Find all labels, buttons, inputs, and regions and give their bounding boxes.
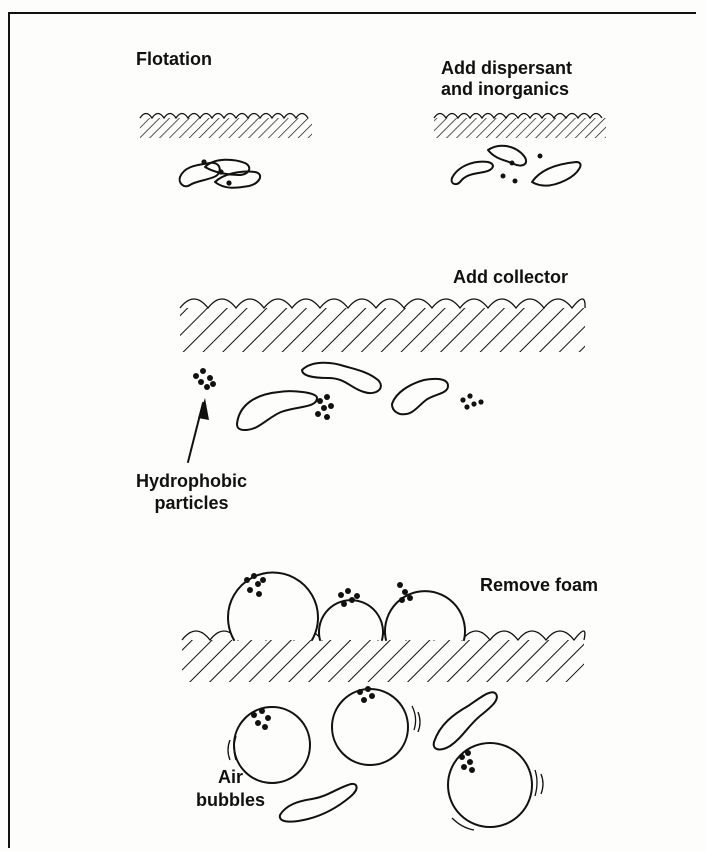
air-bubbles	[228, 686, 543, 830]
collector-water-hatch	[180, 308, 585, 352]
water-surface-hatch-2	[434, 118, 606, 138]
label-remove-foam: Remove foam	[480, 574, 598, 596]
hydrophobic-arrow	[188, 398, 209, 462]
label-air-bubbles: Air bubbles	[196, 766, 265, 812]
fibers-dispersed	[452, 146, 581, 186]
foam-water-hatch	[182, 640, 584, 682]
panel-flotation	[140, 114, 312, 188]
label-flotation: Flotation	[136, 48, 212, 70]
label-dispersant: Add dispersant and inorganics	[441, 58, 572, 100]
collector-water-waves	[180, 299, 585, 308]
foam-bubbles	[228, 573, 465, 640]
panel-dispersant	[434, 114, 606, 186]
panel-collector	[180, 299, 585, 462]
label-hydrophobic: Hydrophobic particles	[136, 470, 247, 514]
hydrophobic-particle-cluster	[193, 368, 216, 390]
water-surface-waves	[140, 114, 308, 119]
water-surface-waves-2	[434, 114, 602, 119]
water-surface-hatch	[140, 118, 312, 138]
fiber-cluster-1	[180, 159, 261, 187]
collector-fibers	[237, 363, 484, 430]
label-collector: Add collector	[453, 266, 568, 288]
